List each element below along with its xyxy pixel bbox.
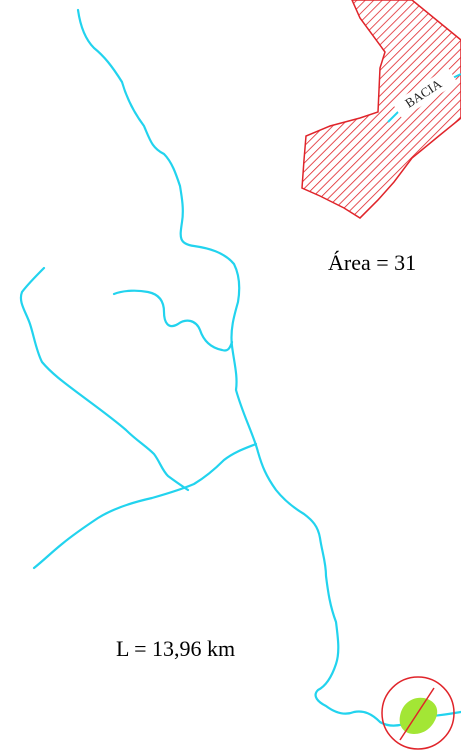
outlet-blob: [399, 697, 438, 734]
outlet-cross-line: [399, 687, 435, 741]
river-network: [19, 8, 461, 727]
river-tributary-upper: [112, 289, 234, 352]
area-label: Área = 31: [328, 250, 416, 275]
basin-area: BACIA: [301, 0, 461, 219]
outlet-marker: [381, 676, 455, 750]
river-tributary-left: [19, 266, 190, 492]
river-tributary-lower: [32, 442, 258, 570]
length-label: L = 13,96 km: [116, 636, 235, 661]
basin-polygon: [301, 0, 461, 219]
river-main-channel: [76, 8, 461, 727]
outlet-circle: [381, 676, 455, 750]
basin-label-backdrop: [392, 67, 458, 119]
